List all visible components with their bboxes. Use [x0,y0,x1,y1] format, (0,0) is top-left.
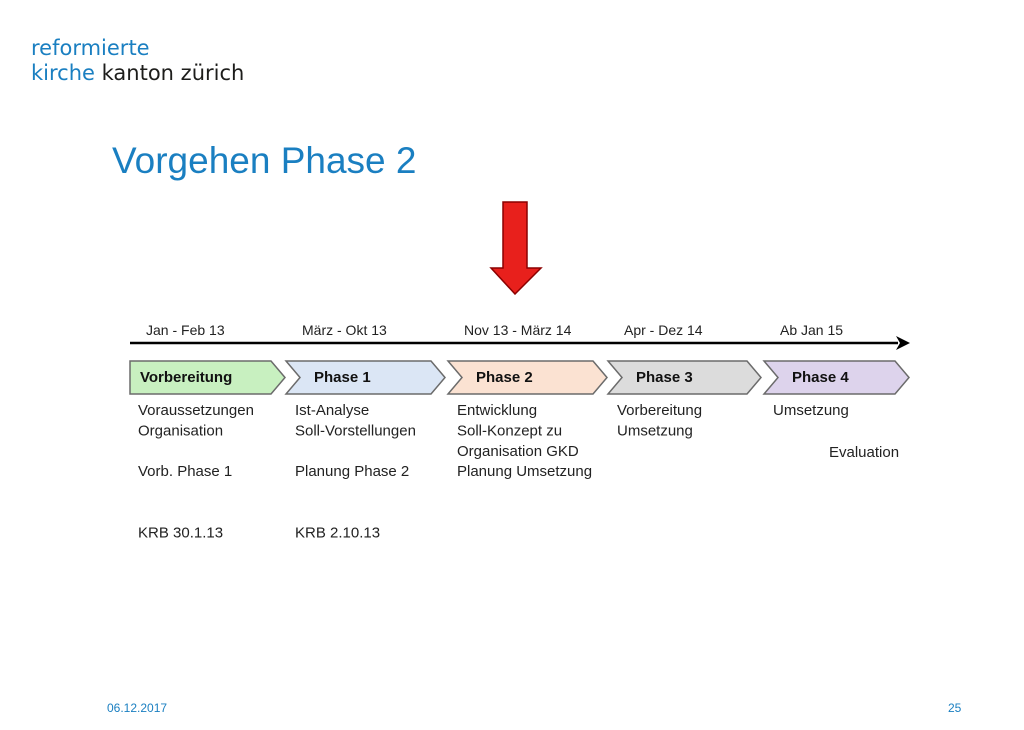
phase-2-item-1: Ist-Analyse [295,402,369,419]
phase-2-item-2: Soll-Vorstellungen [295,422,416,439]
phase-label-1: Vorbereitung [140,369,232,386]
phase-3-item-1: Entwicklung [457,402,537,419]
page-number: 25 [948,701,962,715]
phase-5-item-1: Umsetzung [773,402,849,419]
timeline-period-5: Ab Jan 15 [780,322,843,338]
timeline-period-1: Jan - Feb 13 [146,322,225,338]
phase-box-1 [129,360,286,395]
phase-box-5 [762,360,910,395]
timeline-arrowhead-icon [896,336,910,350]
phase-3-item-3: Organisation GKD [457,443,579,460]
logo-line-2: kirche kanton zürich [31,61,244,86]
timeline-period-3: Nov 13 - März 14 [464,322,572,338]
phase-2-item-4: Planung Phase 2 [295,463,409,480]
highlight-arrow-icon [489,201,543,295]
phase-4-item-2: Umsetzung [617,422,693,439]
logo-word-kanton: kanton zürich [94,61,245,85]
phase-2-item-7: KRB 2.10.13 [295,524,380,541]
slide-title: Vorgehen Phase 2 [112,140,417,181]
phase-label-3: Phase 2 [476,369,533,386]
timeline-period-4: Apr - Dez 14 [624,322,703,338]
phase-label-5: Phase 4 [792,369,849,386]
phase-diagram: Jan - Feb 13 März - Okt 13 Nov 13 - März 1… [129,322,910,541]
footer-date: 06.12.2017 [107,701,168,715]
logo: reformierte kirche kanton zürich [31,36,244,86]
phase-1-item-4: Vorb. Phase 1 [138,463,232,480]
phase-label-4: Phase 3 [636,369,693,386]
phase-4-item-1: Vorbereitung [617,402,702,419]
phase-box-3 [446,360,608,395]
phase-1-item-1: Voraussetzungen [138,402,254,419]
phase-3-item-2: Soll-Konzept zu [457,422,562,439]
phase-3-item-4: Planung Umsetzung [457,463,592,480]
phase-1-item-7: KRB 30.1.13 [138,524,223,541]
phase-box-4 [606,360,762,395]
phase-box-2 [284,360,446,395]
phase-label-2: Phase 1 [314,369,371,386]
timeline-period-2: März - Okt 13 [302,322,387,338]
logo-line-1: reformierte [31,36,150,60]
phase-4-evaluation: Evaluation [829,444,899,461]
phase-1-item-2: Organisation [138,422,223,439]
logo-word-kirche: kirche [31,61,95,85]
